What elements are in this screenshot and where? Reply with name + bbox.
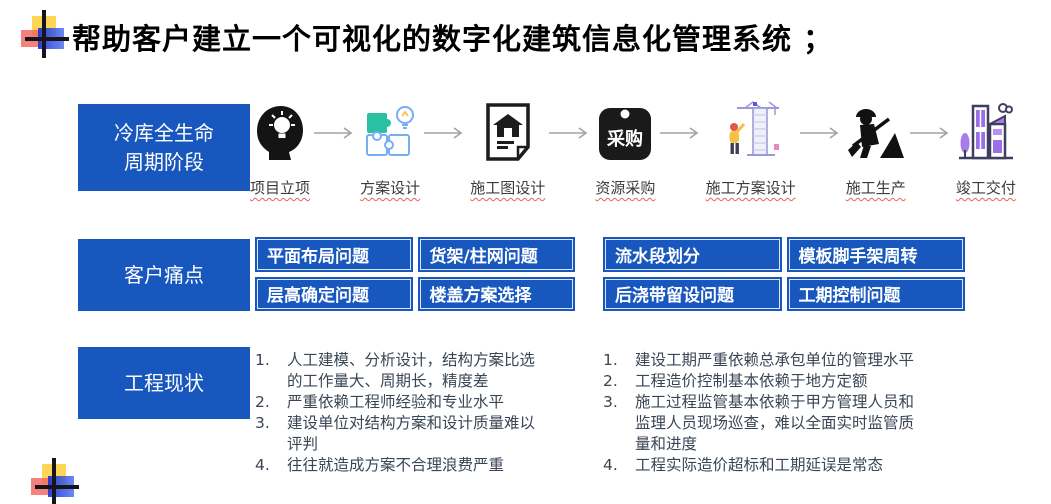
pain-point-chip: 模板脚手架周转 bbox=[786, 237, 965, 272]
list-item-number: 2. bbox=[255, 393, 270, 411]
row-label-pain-points: 客户痛点 bbox=[78, 239, 250, 311]
crane-plan-icon bbox=[719, 94, 783, 170]
list-item-text: 建设工期严重依赖总承包单位的管理水平 bbox=[635, 351, 915, 369]
list-item-text: 工程实际造价超标和工期延误是常态 bbox=[635, 456, 884, 474]
stage-construction-production: 施工生产 bbox=[846, 94, 906, 198]
list-item-text: 往往就造成方案不合理浪费严重 bbox=[287, 456, 505, 474]
list-item: 1. 建设工期严重依赖总承包单位的管理水平 bbox=[603, 350, 921, 371]
stage-label: 资源采购 bbox=[595, 179, 656, 197]
flow-arrow-icon bbox=[659, 127, 698, 139]
stage-scheme-design: 方案设计 bbox=[360, 94, 420, 198]
stage-project-initiation: 项目立项 bbox=[250, 94, 310, 198]
pain-points-left-group: 平面布局问题 货架/柱网问题 层高确定问题 楼盖方案选择 bbox=[255, 237, 575, 311]
completed-building-icon bbox=[957, 94, 1015, 170]
pain-point-chip: 后浇带留设问题 bbox=[603, 276, 782, 311]
pain-point-chip: 楼盖方案选择 bbox=[417, 276, 575, 311]
list-item: 1. 人工建模、分析设计，结构方案比选的工作量大、周期长，精度差 bbox=[255, 350, 547, 392]
pain-point-chip: 平面布局问题 bbox=[255, 237, 413, 272]
stage-label: 施工生产 bbox=[845, 179, 906, 197]
stage-construction-scheme-design: 施工方案设计 bbox=[706, 94, 796, 198]
flow-arrow-icon bbox=[549, 127, 588, 139]
list-item-number: 1. bbox=[603, 351, 618, 369]
pain-points-label: 客户痛点 bbox=[124, 262, 204, 287]
list-item-number: 4. bbox=[603, 456, 618, 474]
list-item-number: 2. bbox=[603, 372, 618, 390]
flow-arrow-icon bbox=[909, 127, 949, 139]
list-item: 3. 施工过程监管基本依赖于甲方管理人员和监理人员现场巡查，难以全面实时监管质量… bbox=[603, 392, 921, 455]
list-item-number: 4. bbox=[255, 456, 270, 474]
list-item: 4. 往往就造成方案不合理浪费严重 bbox=[255, 455, 547, 476]
list-item-number: 1. bbox=[255, 351, 270, 369]
lifecycle-flow: 项目立项 方案设计 bbox=[250, 94, 1016, 206]
stage-construction-drawing-design: 施工图设计 bbox=[470, 94, 545, 198]
list-item-text: 施工过程监管基本依赖于甲方管理人员和监理人员现场巡查，难以全面实时监管质量和进度 bbox=[635, 393, 915, 453]
pain-point-chip: 货架/柱网问题 bbox=[417, 237, 575, 272]
list-item-text: 建设单位对结构方案和设计质量难以评判 bbox=[287, 414, 536, 453]
list-item-number: 3. bbox=[603, 393, 618, 411]
list-item-text: 工程造价控制基本依赖于地方定额 bbox=[635, 372, 868, 390]
current-state-right-list: 1. 建设工期严重依赖总承包单位的管理水平 2. 工程造价控制基本依赖于地方定额… bbox=[603, 350, 921, 476]
plus-marker-icon bbox=[28, 458, 80, 504]
blueprint-document-icon bbox=[484, 94, 532, 170]
pain-points-right-group: 流水段划分 模板脚手架周转 后浇带留设问题 工期控制问题 bbox=[603, 237, 965, 311]
idea-head-icon bbox=[254, 94, 306, 170]
flow-arrow-icon bbox=[799, 127, 839, 139]
flow-arrow-icon bbox=[314, 127, 353, 139]
stage-resource-procurement: 采购 资源采购 bbox=[595, 94, 655, 198]
stage-completion-delivery: 竣工交付 bbox=[956, 94, 1016, 198]
plus-marker-icon bbox=[18, 10, 70, 62]
list-item-number: 3. bbox=[255, 414, 270, 432]
puzzle-lightbulb-icon bbox=[363, 94, 417, 170]
stage-label: 方案设计 bbox=[360, 179, 421, 197]
stage-label: 竣工交付 bbox=[955, 179, 1016, 197]
lifecycle-label-line2: 周期阶段 bbox=[124, 149, 204, 174]
lifecycle-label-line1: 冷库全生命 bbox=[114, 120, 214, 145]
slide-title: 帮助客户建立一个可视化的数字化建筑信息化管理系统 ； bbox=[72, 22, 834, 56]
procurement-tag-icon: 采购 bbox=[596, 94, 654, 170]
stage-label: 施工图设计 bbox=[470, 179, 546, 197]
row-label-current-state: 工程现状 bbox=[78, 347, 250, 419]
pain-point-chip: 层高确定问题 bbox=[255, 276, 413, 311]
row-label-lifecycle: 冷库全生命 周期阶段 bbox=[78, 104, 250, 191]
worker-digging-icon bbox=[847, 94, 905, 170]
current-state-left-list: 1. 人工建模、分析设计，结构方案比选的工作量大、周期长，精度差 2. 严重依赖… bbox=[255, 350, 547, 476]
list-item: 3. 建设单位对结构方案和设计质量难以评判 bbox=[255, 413, 547, 455]
flow-arrow-icon bbox=[424, 127, 463, 139]
current-state-label: 工程现状 bbox=[124, 370, 204, 395]
list-item-text: 人工建模、分析设计，结构方案比选的工作量大、周期长，精度差 bbox=[287, 351, 536, 390]
procurement-tag-text: 采购 bbox=[606, 128, 643, 150]
list-item: 4. 工程实际造价超标和工期延误是常态 bbox=[603, 455, 921, 476]
list-item-text: 严重依赖工程师经验和专业水平 bbox=[287, 393, 505, 411]
list-item: 2. 工程造价控制基本依赖于地方定额 bbox=[603, 371, 921, 392]
stage-label: 施工方案设计 bbox=[705, 179, 796, 197]
stage-label: 项目立项 bbox=[250, 179, 311, 197]
list-item: 2. 严重依赖工程师经验和专业水平 bbox=[255, 392, 547, 413]
pain-point-chip: 流水段划分 bbox=[603, 237, 782, 272]
pain-point-chip: 工期控制问题 bbox=[786, 276, 965, 311]
